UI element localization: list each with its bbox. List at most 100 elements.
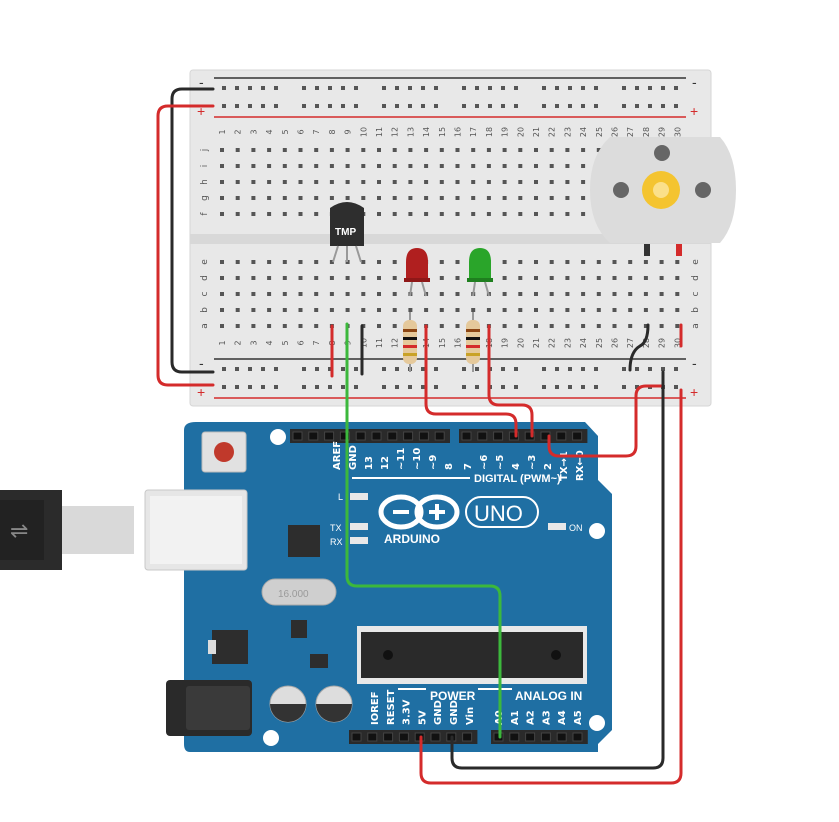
breadboard-hole[interactable] — [282, 148, 287, 152]
breadboard-hole[interactable] — [377, 292, 381, 296]
breadboard-hole[interactable] — [455, 196, 460, 200]
breadboard-hole[interactable] — [424, 212, 429, 216]
breadboard-hole[interactable] — [518, 196, 523, 200]
rail-hole[interactable] — [248, 86, 252, 90]
rail-hole[interactable] — [235, 367, 239, 371]
breadboard-hole[interactable] — [534, 180, 538, 184]
breadboard-hole[interactable] — [251, 164, 256, 168]
breadboard-hole[interactable] — [471, 148, 476, 152]
breadboard-hole[interactable] — [345, 308, 350, 312]
rail-hole[interactable] — [421, 104, 425, 108]
breadboard-hole[interactable] — [486, 212, 491, 216]
rail-hole[interactable] — [382, 367, 386, 371]
rail-hole[interactable] — [222, 367, 226, 371]
breadboard-hole[interactable] — [486, 308, 491, 312]
rail-hole[interactable] — [542, 86, 546, 90]
breadboard-hole[interactable] — [439, 180, 444, 184]
breadboard-hole[interactable] — [518, 148, 523, 152]
rail-hole[interactable] — [568, 385, 572, 389]
rail-hole[interactable] — [568, 104, 572, 108]
rail-hole[interactable] — [568, 86, 572, 90]
breadboard-hole[interactable] — [502, 276, 507, 280]
header-pin[interactable] — [367, 732, 378, 742]
rail-hole[interactable] — [622, 104, 626, 108]
breadboard-hole[interactable] — [612, 260, 617, 264]
breadboard-hole[interactable] — [424, 308, 429, 312]
breadboard-hole[interactable] — [549, 308, 554, 312]
rail-hole[interactable] — [674, 385, 678, 389]
rail-hole[interactable] — [501, 104, 505, 108]
breadboard-hole[interactable] — [298, 212, 303, 216]
rail-hole[interactable] — [421, 367, 425, 371]
breadboard-hole[interactable] — [643, 260, 648, 264]
header-pin[interactable] — [509, 732, 520, 742]
breadboard-hole[interactable] — [628, 292, 633, 296]
breadboard-hole[interactable] — [298, 292, 303, 296]
rail-hole[interactable] — [261, 385, 265, 389]
breadboard-hole[interactable] — [565, 292, 570, 296]
breadboard-hole[interactable] — [439, 292, 444, 296]
breadboard-hole[interactable] — [502, 148, 507, 152]
breadboard-hole[interactable] — [581, 196, 586, 200]
breadboard-hole[interactable] — [534, 260, 538, 264]
rail-hole[interactable] — [248, 385, 252, 389]
breadboard-hole[interactable] — [455, 164, 460, 168]
rail-hole[interactable] — [542, 367, 546, 371]
rail-hole[interactable] — [421, 86, 425, 90]
breadboard-hole[interactable] — [251, 292, 256, 296]
breadboard-hole[interactable] — [675, 292, 680, 296]
breadboard-hole[interactable] — [518, 292, 523, 296]
breadboard-hole[interactable] — [518, 164, 523, 168]
breadboard-hole[interactable] — [408, 148, 413, 152]
breadboard-hole[interactable] — [377, 260, 381, 264]
breadboard-hole[interactable] — [534, 164, 538, 168]
breadboard-hole[interactable] — [643, 308, 648, 312]
breadboard-hole[interactable] — [439, 196, 444, 200]
breadboard-hole[interactable] — [549, 148, 554, 152]
rail-hole[interactable] — [328, 104, 332, 108]
rail-hole[interactable] — [434, 104, 438, 108]
breadboard-hole[interactable] — [329, 164, 334, 168]
rail-hole[interactable] — [434, 385, 438, 389]
breadboard-hole[interactable] — [581, 164, 586, 168]
rail-hole[interactable] — [635, 385, 639, 389]
breadboard-hole[interactable] — [235, 276, 240, 280]
rail-hole[interactable] — [514, 367, 518, 371]
rail-hole[interactable] — [542, 385, 546, 389]
rail-hole[interactable] — [421, 385, 425, 389]
breadboard-hole[interactable] — [675, 308, 680, 312]
breadboard-hole[interactable] — [392, 212, 397, 216]
breadboard-hole[interactable] — [581, 308, 586, 312]
header-pin[interactable] — [355, 431, 366, 441]
breadboard-hole[interactable] — [267, 324, 272, 328]
rail-hole[interactable] — [661, 367, 665, 371]
rail-hole[interactable] — [594, 104, 598, 108]
rail-hole[interactable] — [462, 367, 466, 371]
breadboard-hole[interactable] — [377, 324, 381, 328]
rail-hole[interactable] — [501, 86, 505, 90]
breadboard-hole[interactable] — [314, 260, 319, 264]
breadboard-hole[interactable] — [565, 276, 570, 280]
rail-hole[interactable] — [581, 104, 585, 108]
breadboard-hole[interactable] — [549, 276, 554, 280]
header-pin[interactable] — [525, 732, 536, 742]
breadboard-hole[interactable] — [612, 308, 617, 312]
rail-hole[interactable] — [274, 104, 278, 108]
header-pin[interactable] — [339, 431, 350, 441]
breadboard-hole[interactable] — [345, 164, 350, 168]
rail-hole[interactable] — [661, 86, 665, 90]
rail-hole[interactable] — [594, 385, 598, 389]
breadboard-hole[interactable] — [455, 292, 460, 296]
breadboard-hole[interactable] — [220, 292, 224, 296]
breadboard-hole[interactable] — [298, 148, 303, 152]
rail-hole[interactable] — [581, 86, 585, 90]
breadboard-hole[interactable] — [345, 196, 350, 200]
rail-hole[interactable] — [222, 385, 226, 389]
breadboard-hole[interactable] — [534, 324, 538, 328]
breadboard-hole[interactable] — [534, 308, 538, 312]
breadboard-hole[interactable] — [455, 148, 460, 152]
breadboard-hole[interactable] — [314, 308, 319, 312]
breadboard-hole[interactable] — [455, 308, 460, 312]
header-pin[interactable] — [556, 431, 567, 441]
rail-hole[interactable] — [382, 86, 386, 90]
